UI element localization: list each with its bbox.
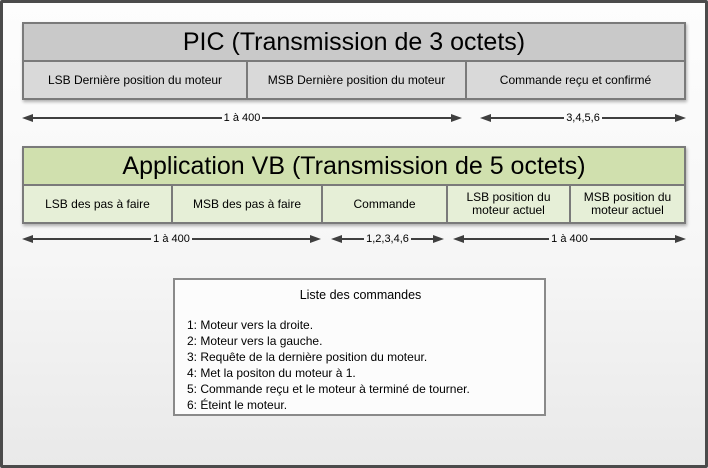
range-arrow-1-400-position: 1 à 400 [453, 229, 687, 249]
vb-cell-commande: Commande [323, 186, 448, 222]
left-arrowhead-icon [453, 235, 464, 243]
left-arrowhead-icon [331, 235, 342, 243]
pic-table-title: PIC (Transmission de 3 octets) [24, 24, 684, 62]
arrow-shaft [191, 238, 311, 240]
pic-range-arrows: 1 à 400 3,4,5,6 [22, 108, 687, 128]
vb-cell-lsb-pas: LSB des pas à faire [24, 186, 173, 222]
command-item-6: 6: Éteint le moteur. [187, 398, 288, 412]
vb-cell-msb-position-actuel: MSB position du moteur actuel [571, 186, 684, 222]
vb-cell-lsb-position-actuel: LSB position du moteur actuel [448, 186, 571, 222]
arrow-shaft [33, 238, 152, 240]
arrow-shaft [601, 117, 676, 119]
left-arrowhead-icon [22, 114, 33, 122]
commands-list-title: Liste des commandes [299, 288, 422, 302]
arrow-shaft [33, 117, 222, 119]
vb-table-title: Application VB (Transmission de 5 octets… [24, 148, 684, 186]
arrow-label: 1 à 400 [551, 232, 588, 245]
range-arrow-3456: 3,4,5,6 [480, 108, 687, 128]
arrow-label: 3,4,5,6 [566, 111, 600, 124]
arrow-label: 1,2,3,4,6 [366, 232, 409, 245]
arrow-gap [444, 239, 453, 240]
vb-range-arrows: 1 à 400 1,2,3,4,6 1 à 400 [22, 229, 687, 249]
range-arrow-1-400-pas: 1 à 400 [22, 229, 322, 249]
vb-table-cells: LSB des pas à faire MSB des pas à faire … [24, 186, 684, 222]
command-item-1: 1: Moteur vers la droite. [187, 318, 314, 332]
command-item-5: 5: Commande reçu et le moteur à terminé … [187, 382, 470, 396]
pic-cell-commande-recu: Commande reçu et confirmé [467, 62, 684, 98]
range-arrow-12346: 1,2,3,4,6 [331, 229, 445, 249]
commands-list-box: Liste des commandes 1: Moteur vers la dr… [173, 278, 546, 416]
right-arrowhead-icon [675, 114, 687, 122]
arrow-gap [462, 118, 480, 119]
arrow-shaft [464, 238, 550, 240]
arrow-gap [321, 239, 331, 240]
right-arrowhead-icon [310, 235, 322, 243]
command-item-4: 4: Met la positon du moteur à 1. [187, 366, 356, 380]
arrow-label: 1 à 400 [153, 232, 190, 245]
vb-transmission-table: Application VB (Transmission de 5 octets… [22, 146, 686, 224]
arrow-shaft [491, 117, 565, 119]
right-arrowhead-icon [675, 235, 687, 243]
arrow-shaft [342, 238, 365, 240]
range-arrow-1-400: 1 à 400 [22, 108, 463, 128]
arrow-shaft [410, 238, 434, 240]
right-arrowhead-icon [451, 114, 463, 122]
command-item-2: 2: Moteur vers la gauche. [187, 334, 323, 348]
arrow-shaft [589, 238, 676, 240]
command-item-3: 3: Requête de la dernière position du mo… [187, 350, 428, 364]
arrow-shaft [262, 117, 452, 119]
pic-transmission-table: PIC (Transmission de 3 octets) LSB Derni… [22, 22, 686, 100]
vb-cell-msb-pas: MSB des pas à faire [173, 186, 323, 222]
pic-table-cells: LSB Dernière position du moteur MSB Dern… [24, 62, 684, 98]
right-arrowhead-icon [433, 235, 445, 243]
pic-cell-lsb-derniere-position: LSB Dernière position du moteur [24, 62, 248, 98]
arrow-label: 1 à 400 [223, 111, 261, 124]
left-arrowhead-icon [480, 114, 491, 122]
pic-cell-msb-derniere-position: MSB Dernière position du moteur [248, 62, 467, 98]
left-arrowhead-icon [22, 235, 33, 243]
